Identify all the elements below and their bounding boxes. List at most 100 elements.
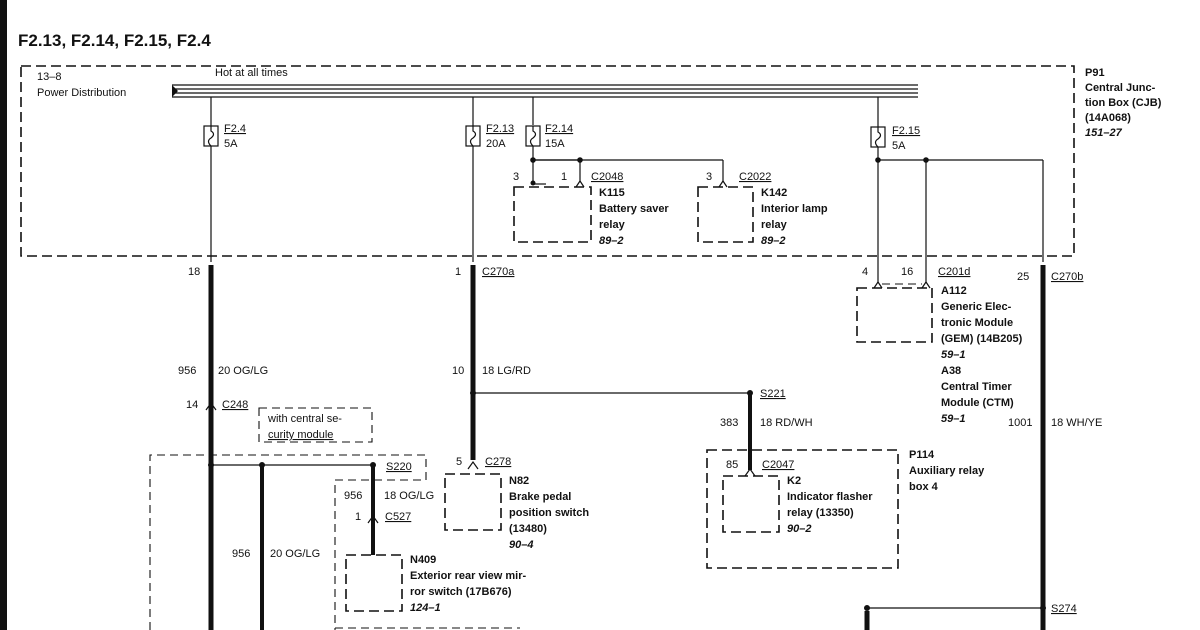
security-note-line-1: with central se-	[267, 413, 342, 425]
k115-line-1: Battery saver	[599, 203, 669, 215]
wire-383-gauge: 18 RD/WH	[760, 417, 813, 429]
fuse-f2-14-amps: 15A	[545, 138, 565, 150]
a38-line-2: Module (CTM)	[941, 397, 1014, 409]
fuse-f2-14-id: F2.14	[545, 123, 573, 135]
a112-id: A112	[941, 285, 967, 297]
k142-connector: C2022	[739, 171, 771, 183]
connector-c248: 14 C248	[186, 399, 248, 411]
wire-10-gauge: 18 LG/RD	[482, 365, 531, 377]
wire-10-circuit: 10	[452, 365, 464, 377]
switch-n82: 5 C278 N82 Brake pedal position switch (…	[444, 456, 589, 551]
c201d-pin-a: 4	[862, 266, 868, 278]
cjb-page: 151–27	[1085, 127, 1123, 139]
k115-page: 89–2	[599, 235, 623, 247]
k115-pin-left: 3	[513, 171, 519, 183]
c270a-pin-right: 1	[455, 266, 461, 278]
splice-s274: S274	[864, 603, 1077, 630]
a38-line-1: Central Timer	[941, 381, 1012, 393]
bus-label: Hot at all times	[215, 67, 288, 79]
a112-line-2: tronic Module	[941, 317, 1013, 329]
fuse-f2-13-amps: 20A	[486, 138, 506, 150]
cjb-line-3: (14A068)	[1085, 112, 1131, 124]
power-bus	[172, 84, 918, 98]
splice-s220: S220	[208, 461, 412, 473]
relay-box-p114-outline	[706, 449, 899, 569]
c201d-id: C201d	[938, 266, 970, 278]
relay-k2-box	[722, 475, 780, 533]
c2047-id: C2047	[762, 459, 794, 471]
cjb-line-2: tion Box (CJB)	[1085, 97, 1162, 109]
wire-956-gauge-a: 20 OG/LG	[218, 365, 268, 377]
c527-id: C527	[385, 511, 411, 523]
fuse-f2-4: F2.4 5A	[203, 123, 246, 150]
a112-page: 59–1	[941, 349, 965, 361]
a112-line-1: Generic Elec-	[941, 301, 1012, 313]
cjb-id: P91	[1085, 67, 1105, 79]
switch-n82-box	[444, 473, 502, 531]
wire-956-circuit-b: 956	[344, 490, 362, 502]
relay-k115: 3 1 C2048 K115 Battery saver relay 89–2	[513, 171, 669, 247]
n409-id: N409	[410, 554, 436, 566]
p114-line-1: Auxiliary relay	[909, 465, 985, 477]
n82-line-1: Brake pedal	[509, 491, 571, 503]
switch-n409: 1 C527 N409 Exterior rear view mir- ror …	[345, 511, 527, 614]
n409-page: 124–1	[410, 602, 441, 614]
fuse-f2-4-id: F2.4	[224, 123, 246, 135]
k142-line-1: Interior lamp	[761, 203, 828, 215]
page-title: F2.13, F2.14, F2.15, F2.4	[18, 31, 211, 50]
k115-connector: C2048	[591, 171, 623, 183]
c270a-id: C270a	[482, 266, 515, 278]
wire-1001-circuit: 1001	[1008, 417, 1032, 429]
wire-956-circuit-c: 956	[232, 548, 250, 560]
c248-id: C248	[222, 399, 248, 411]
wire-956-circuit-a: 956	[178, 365, 196, 377]
k142-pin: 3	[706, 171, 712, 183]
wire-956-gauge-c: 20 OG/LG	[270, 548, 320, 560]
page-edge-bar	[0, 0, 7, 630]
k2-page: 90–2	[787, 523, 811, 535]
k142-id: K142	[761, 187, 787, 199]
module-a112-box	[856, 287, 933, 343]
k2-id: K2	[787, 475, 801, 487]
cjb-line-1: Central Junc-	[1085, 82, 1156, 94]
c278-pin: 5	[456, 456, 462, 468]
c527-pin: 1	[355, 511, 361, 523]
c278-id: C278	[485, 456, 511, 468]
a38-page: 59–1	[941, 413, 965, 425]
c2047-pin: 85	[726, 459, 738, 471]
n409-line-1: Exterior rear view mir-	[410, 570, 527, 582]
c201d-pin-b: 16	[901, 266, 913, 278]
bus-source-ref: 13–8	[37, 71, 61, 83]
n82-page: 90–4	[509, 539, 533, 551]
fuse-f2-15: F2.15 5A	[870, 125, 920, 152]
n82-line-2: position switch	[509, 507, 589, 519]
c270b-pin: 25	[1017, 271, 1029, 283]
fuse-f2-4-amps: 5A	[224, 138, 238, 150]
s274-id: S274	[1051, 603, 1077, 615]
security-option-region	[149, 454, 427, 630]
fuse-f2-13-id: F2.13	[486, 123, 514, 135]
n409-line-2: ror switch (17B676)	[410, 586, 512, 598]
switch-n409-box	[345, 554, 403, 612]
c248-pin: 14	[186, 399, 198, 411]
splice-s221: S221	[470, 388, 786, 400]
s221-id: S221	[760, 388, 786, 400]
security-note: with central se- curity module	[258, 407, 373, 443]
a38-id: A38	[941, 365, 961, 377]
c270b-id: C270b	[1051, 271, 1083, 283]
k142-page: 89–2	[761, 235, 785, 247]
s220-id: S220	[386, 461, 412, 473]
k115-line-2: relay	[599, 219, 626, 231]
wire-956-gauge-b: 18 OG/LG	[384, 490, 434, 502]
c270a-pin-left: 18	[188, 266, 200, 278]
security-note-line-2: curity module	[268, 429, 333, 441]
wire-383-circuit: 383	[720, 417, 738, 429]
cjb-label: P91 Central Junc- tion Box (CJB) (14A068…	[1085, 67, 1162, 139]
fuse-f2-15-id: F2.15	[892, 125, 920, 137]
fuse-f2-15-amps: 5A	[892, 140, 906, 152]
n82-line-3: (13480)	[509, 523, 547, 535]
wire-1001-gauge: 18 WH/YE	[1051, 417, 1102, 429]
relay-box-p114: 85 C2047 K2 Indicator flasher relay (133…	[706, 449, 985, 569]
relay-k142-box	[697, 186, 754, 243]
